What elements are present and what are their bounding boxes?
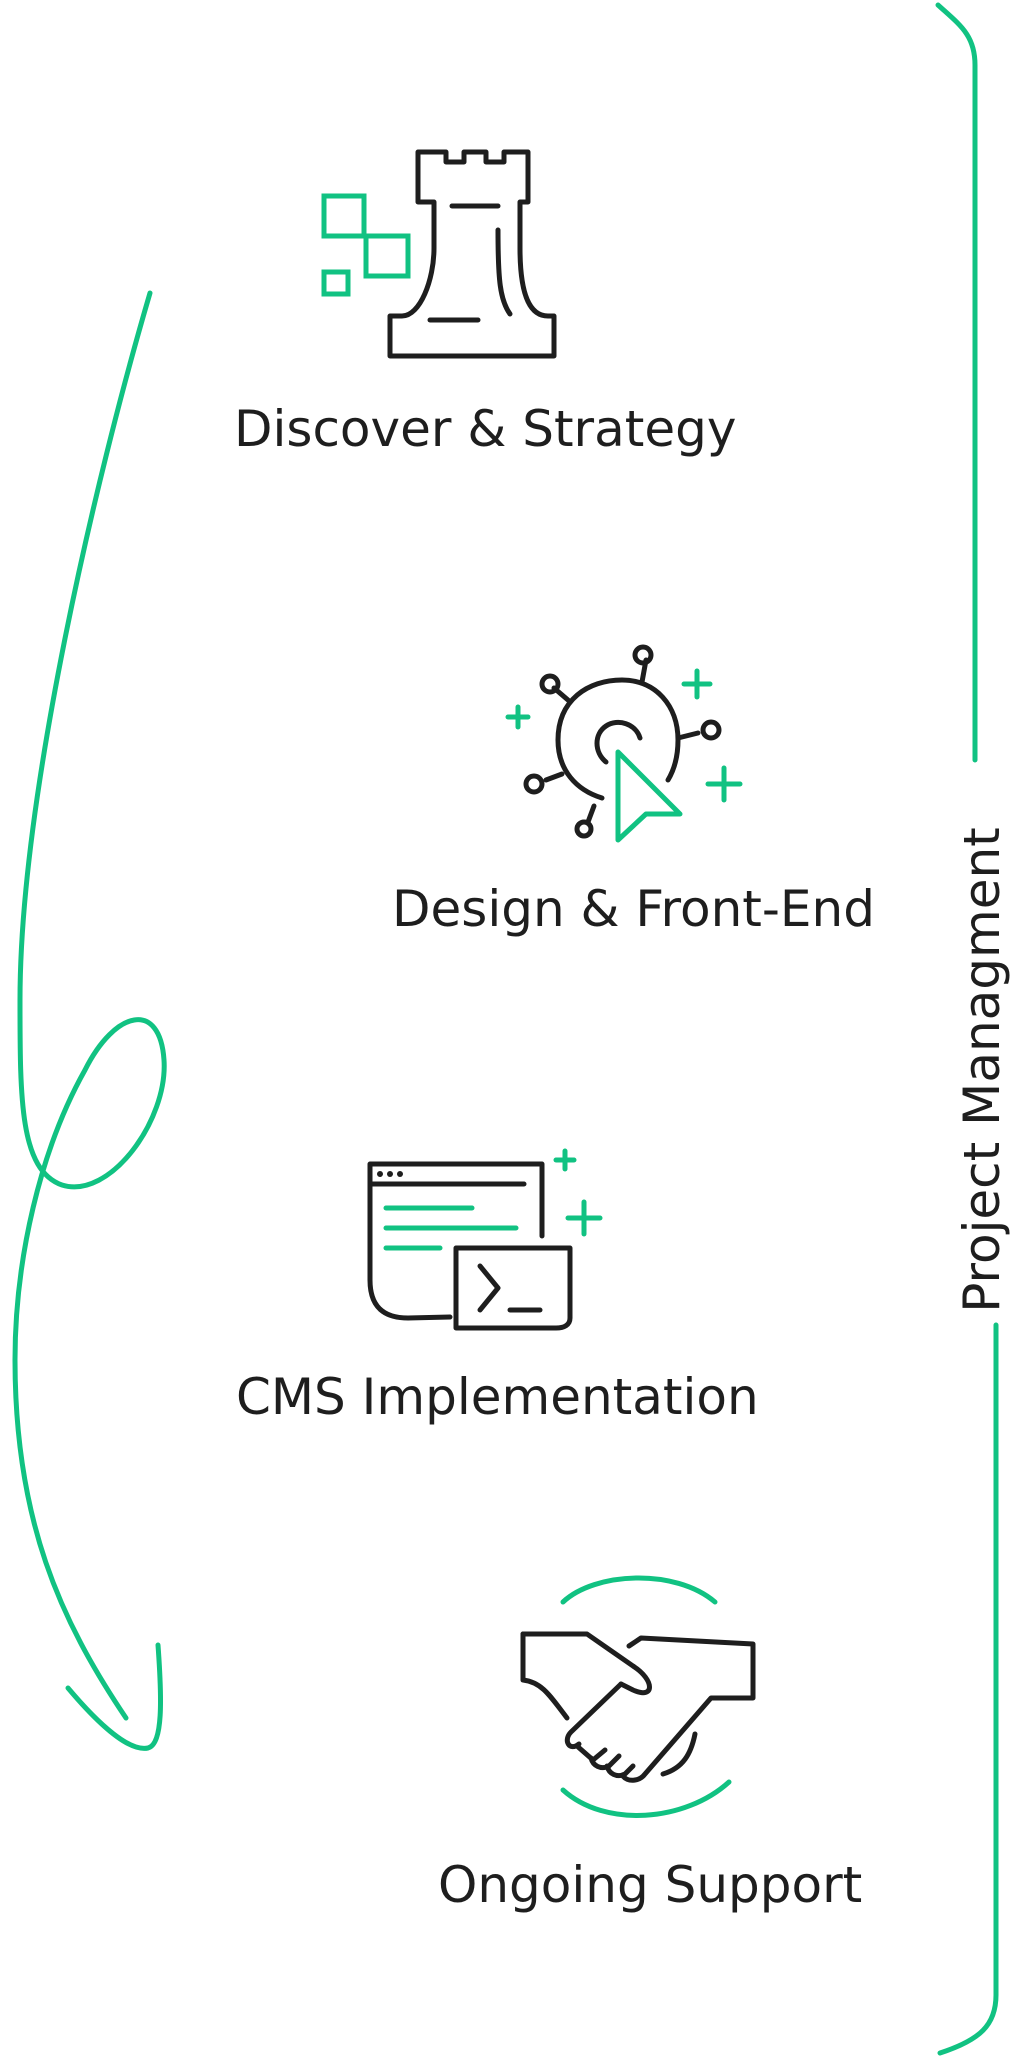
flow-curve (12, 290, 167, 1721)
step-label-discover: Discover & Strategy (234, 400, 737, 458)
flow-arrowhead (65, 1642, 164, 1751)
bracket-bottom (937, 1322, 999, 2056)
cursor-click-icon (505, 644, 743, 843)
step-label-design: Design & Front-End (392, 880, 875, 938)
handshake-icon (520, 1575, 756, 1818)
code-window-terminal-icon (367, 1148, 603, 1331)
project-management-label: Project Managment (953, 827, 1011, 1313)
step-label-support: Ongoing Support (438, 1856, 863, 1914)
bracket-top (935, 2, 978, 763)
step-label-cms: CMS Implementation (236, 1368, 759, 1426)
chess-rook-icon (321, 149, 557, 359)
